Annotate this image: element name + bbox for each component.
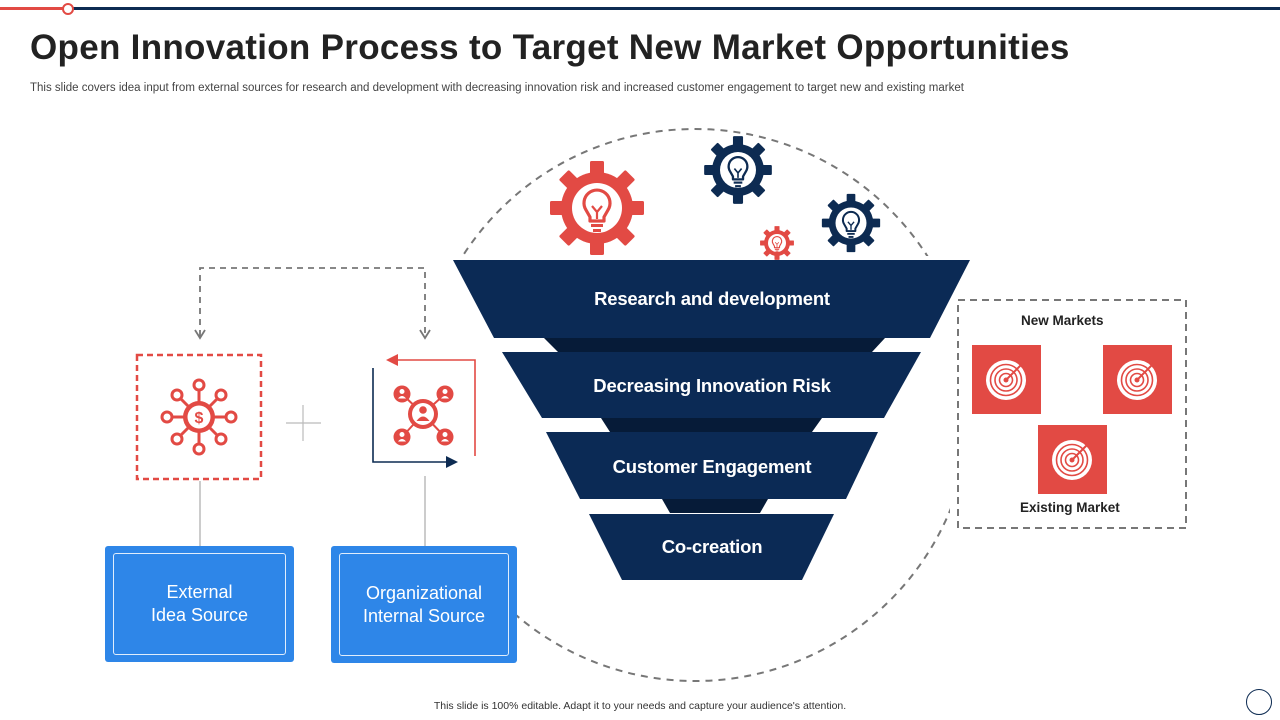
funnel-connector-3 xyxy=(662,499,768,513)
internal-source-box: Organizational Internal Source xyxy=(331,546,517,663)
footer-note: This slide is 100% editable. Adapt it to… xyxy=(433,700,847,712)
page-subtitle: This slide covers idea input from extern… xyxy=(30,82,964,94)
innovation-funnel xyxy=(453,260,970,580)
people-network-icon xyxy=(372,354,476,468)
dollar-network-icon: $ xyxy=(135,353,263,481)
connector-arrow-left xyxy=(194,329,206,340)
top-rule-dot xyxy=(62,3,74,15)
stage-label-engagement: Customer Engagement xyxy=(612,456,812,477)
existing-market-label: Existing Market xyxy=(1020,500,1120,515)
target-icon xyxy=(972,345,1041,414)
funnel-stage-2 xyxy=(502,352,921,418)
lightbulb-gear-icon xyxy=(703,135,773,205)
target-icon xyxy=(1103,345,1172,414)
funnel-stage-4 xyxy=(589,514,834,580)
external-idea-source-label: External Idea Source xyxy=(113,553,286,655)
stage-label-research: Research and development xyxy=(594,288,830,309)
new-markets-label: New Markets xyxy=(1021,313,1104,328)
internal-source-label: Organizational Internal Source xyxy=(339,553,509,656)
lightbulb-gear-icon xyxy=(548,159,646,257)
funnel-stage-3 xyxy=(546,432,878,499)
plus-icon xyxy=(286,405,321,441)
stage-label-risk: Decreasing Innovation Risk xyxy=(593,375,831,396)
funnel-connector-1 xyxy=(544,338,885,352)
top-rule-accent xyxy=(0,7,64,10)
connector-arrow-right xyxy=(419,329,431,340)
funnel-stage-1 xyxy=(453,260,970,338)
slide-nav-button[interactable] xyxy=(1246,689,1272,715)
target-icon xyxy=(1038,425,1107,494)
lightbulb-gear-icon xyxy=(820,192,882,254)
funnel-connector-2 xyxy=(601,418,822,432)
stage-label-cocreation: Co-creation xyxy=(661,536,763,557)
top-rule xyxy=(0,7,1280,10)
svg-text:$: $ xyxy=(195,410,204,427)
page-title: Open Innovation Process to Target New Ma… xyxy=(30,28,1070,67)
source-connector xyxy=(199,267,426,336)
lightbulb-gear-icon xyxy=(759,225,795,261)
external-idea-source-box: External Idea Source xyxy=(105,546,294,662)
